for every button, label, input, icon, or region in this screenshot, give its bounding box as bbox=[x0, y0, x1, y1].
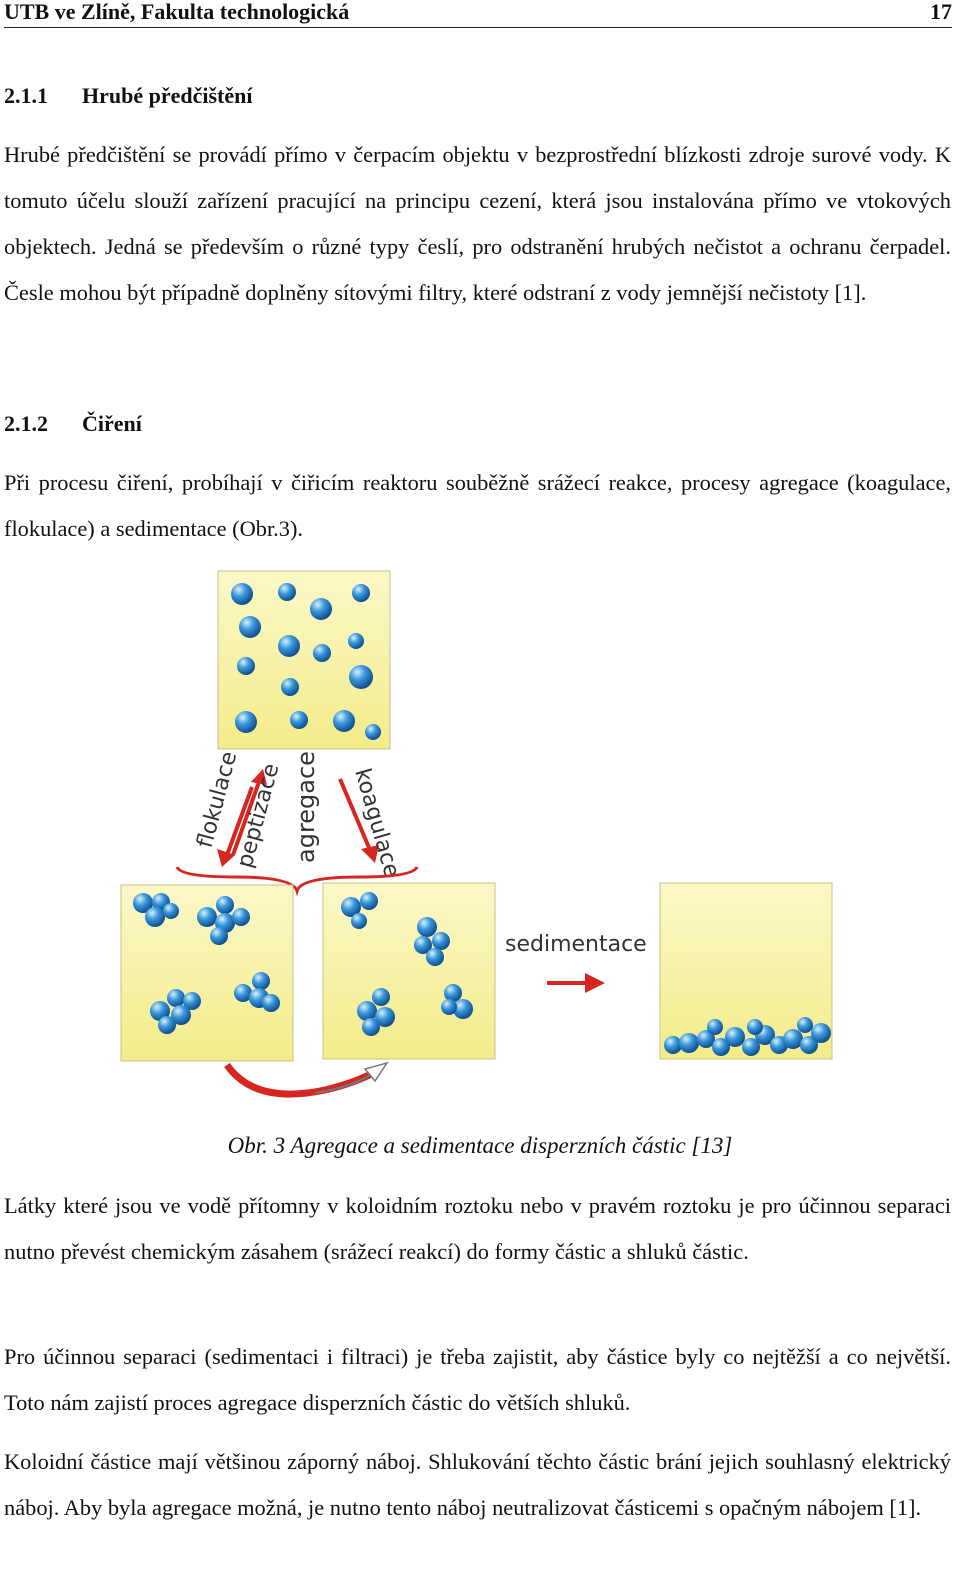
page-header: UTB ve Zlíně, Fakulta technologická 17 bbox=[4, 0, 952, 28]
section-title: Hrubé předčištění bbox=[82, 83, 253, 108]
paragraph-cireni: Při procesu čiření, probíhají v čiřicím … bbox=[4, 470, 951, 541]
section-title: Čiření bbox=[82, 411, 142, 436]
agregace-brace bbox=[175, 866, 419, 897]
header-title: UTB ve Zlíně, Fakulta technologická bbox=[4, 0, 350, 24]
paragraph-koloidni-roztok: Látky které jsou ve vodě přítomny v kolo… bbox=[4, 1193, 951, 1264]
dispersed-particles bbox=[231, 583, 381, 740]
figure-caption: Obr. 3 Agregace a sedimentace disperzníc… bbox=[227, 1133, 733, 1158]
figure-illustration: flokulace peptizace agregace koagulace s… bbox=[120, 570, 833, 1098]
sedimentace-arrowhead bbox=[585, 973, 605, 993]
return-arrow-red bbox=[224, 1062, 379, 1098]
section-heading-cireni: 2.1.2 Čiření bbox=[4, 411, 142, 437]
section-number: 2.1.1 bbox=[4, 83, 48, 108]
paragraph-koloidni-castice: Koloidní částice mají většinou záporný n… bbox=[4, 1449, 951, 1520]
label-agregace: agregace bbox=[292, 751, 320, 863]
section-number: 2.1.2 bbox=[4, 411, 48, 436]
return-arrowhead bbox=[363, 1061, 389, 1083]
section-heading-hrube-predcisteni: 2.1.1 Hrubé předčištění bbox=[4, 83, 253, 109]
flocs-middle bbox=[341, 892, 473, 1036]
paragraph-hrube-predcisteni: Hrubé předčištění se provádí přímo v čer… bbox=[4, 142, 951, 305]
page-number: 17 bbox=[930, 0, 952, 24]
label-sedimentace: sedimentace bbox=[505, 932, 647, 957]
paragraph-ucinna-separace: Pro účinnou separaci (sedimentaci i filt… bbox=[4, 1344, 951, 1415]
process-arrows bbox=[217, 769, 379, 867]
flocs-left bbox=[133, 893, 280, 1034]
figure-agregace-sedimentace: flokulace peptizace agregace koagulace s… bbox=[115, 565, 840, 1105]
sediment-particles bbox=[664, 1017, 831, 1056]
